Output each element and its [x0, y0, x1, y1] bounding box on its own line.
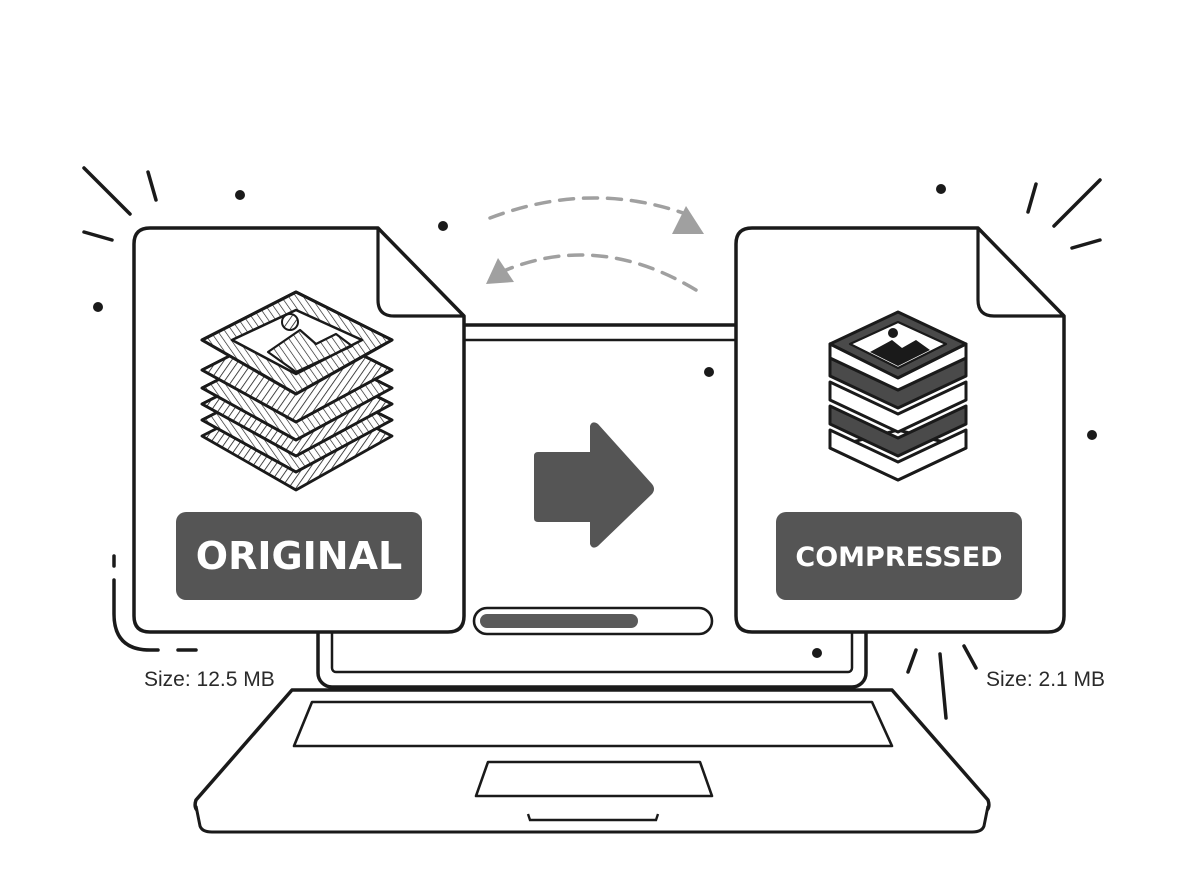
- original-file-fold: [376, 228, 464, 318]
- original-file: ORIGINAL: [132, 226, 466, 634]
- dashed-arrow-back: [504, 253, 698, 292]
- laptop-keyboard: [292, 700, 894, 748]
- compression-progress-bar: [472, 606, 714, 636]
- compressed-file: COMPRESSED: [734, 226, 1066, 634]
- transfer-arrows: [486, 196, 704, 292]
- compressed-badge: [776, 512, 1022, 600]
- laptop-trackpad: [474, 760, 714, 798]
- original-badge-label: ORIGINAL: [196, 534, 402, 578]
- dashed-arrow-forward: [488, 196, 688, 220]
- decorative-marks: [82, 166, 1102, 720]
- compressed-file-fold: [976, 228, 1064, 318]
- dashed-arrow-forward-head: [672, 206, 704, 234]
- layered-image-stack-icon: [200, 290, 394, 492]
- original-badge: [176, 512, 422, 600]
- decorative-dots: [93, 184, 1097, 658]
- compressed-size-label: Size: 2.1 MB: [986, 668, 1105, 691]
- compressed-badge-label: COMPRESSED: [795, 542, 1002, 573]
- dashed-arrow-back-head: [486, 258, 514, 284]
- original-size-label: Size: 12.5 MB: [144, 668, 275, 691]
- convert-arrow-icon: [534, 422, 654, 548]
- progress-fill: [480, 614, 638, 628]
- laptop-notch: [526, 813, 660, 822]
- compact-image-stack-icon: [828, 310, 968, 482]
